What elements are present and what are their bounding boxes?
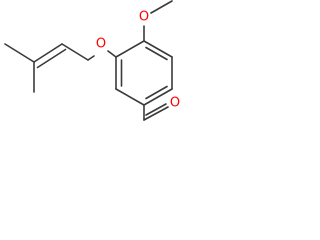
ring-bond-4 — [143, 88, 173, 106]
bond-vinyl-ch2 — [61, 43, 89, 61]
methoxy-oxygen-label: O — [139, 10, 149, 25]
bond-double-c-c-second — [36, 48, 67, 69]
bond-aldehyde-c-o-second — [145, 103, 167, 116]
bond-double-c-c — [33, 43, 63, 63]
ring-bond-1 — [115, 40, 145, 58]
bond-ch2-ether-o — [87, 55, 95, 61]
benzene-ring — [115, 40, 173, 106]
bond-ether-o-ring — [107, 50, 117, 58]
ether-oxygen-label: O — [96, 37, 106, 52]
ring-bond-2 — [143, 40, 173, 58]
bond-aldehyde-c-o — [143, 106, 169, 121]
bond-methyl-top — [4, 43, 35, 63]
ring-bond-5 — [115, 88, 145, 106]
prenyl-chain — [4, 43, 95, 93]
ring-double-inner-3 — [145, 85, 168, 100]
ring-double-inner-2 — [145, 46, 168, 61]
bond-methoxy-o-methyl — [150, 0, 173, 14]
aldehyde-oxygen-label: O — [170, 96, 180, 111]
chemical-structure: O O O — [4, 0, 180, 121]
